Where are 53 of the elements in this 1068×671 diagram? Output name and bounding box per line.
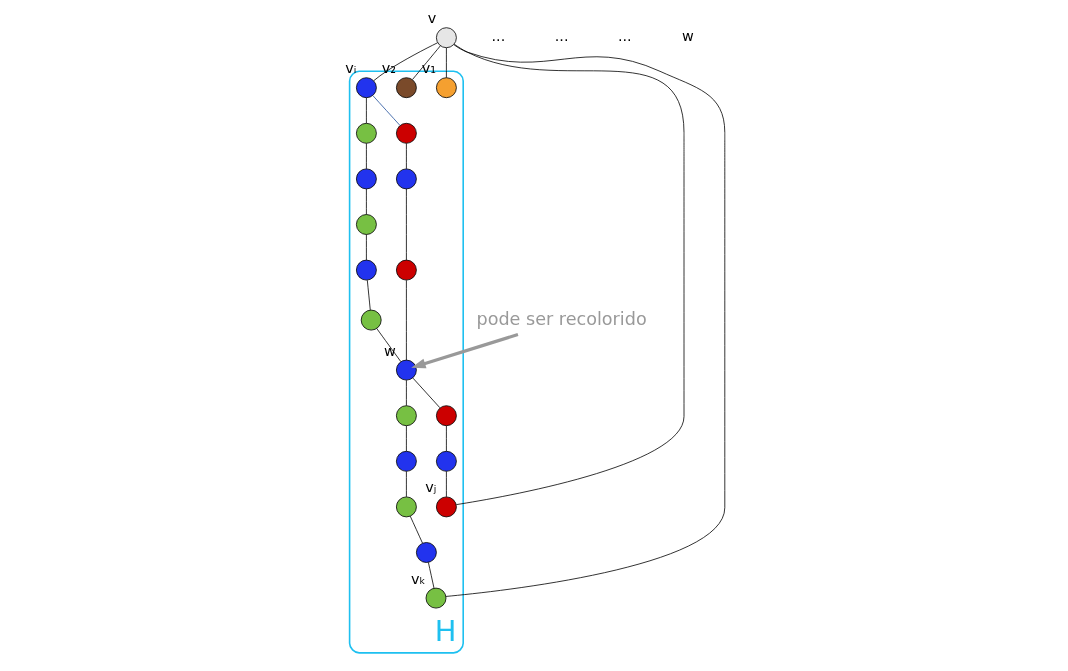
connector — [366, 279, 371, 311]
node-circle — [356, 77, 377, 99]
node-circle — [425, 587, 447, 609]
node-circle — [356, 122, 377, 144]
arrow — [411, 333, 519, 369]
connector — [446, 47, 447, 78]
connector — [366, 143, 367, 170]
node-label: w — [384, 342, 396, 359]
connector — [366, 234, 367, 261]
label: ... — [554, 28, 569, 45]
connector — [366, 97, 367, 124]
connector — [453, 43, 685, 505]
connector — [376, 328, 402, 363]
node-circle — [396, 450, 417, 472]
connector — [445, 44, 726, 597]
node-circle — [436, 77, 457, 99]
connector — [366, 188, 367, 215]
connector — [406, 143, 407, 170]
node-circle — [436, 405, 457, 427]
node-circle — [396, 168, 417, 190]
connector — [372, 95, 401, 126]
connector — [406, 379, 407, 406]
connector — [446, 471, 447, 498]
connector — [406, 279, 407, 361]
label: ... — [491, 28, 506, 45]
node-circle — [396, 259, 417, 281]
connector — [406, 188, 407, 261]
connector — [409, 515, 423, 544]
connector — [446, 425, 447, 452]
node-circle — [436, 27, 457, 49]
connector — [412, 377, 441, 409]
node-circle — [356, 214, 377, 235]
connector — [406, 471, 407, 498]
connector — [373, 42, 438, 81]
node-label: v — [427, 10, 437, 27]
node-circle — [396, 77, 417, 99]
node-circle — [416, 542, 437, 563]
node-text: pode ser recolorido — [476, 308, 647, 329]
node-circle — [356, 168, 377, 190]
label: ... — [617, 28, 632, 45]
node-circle — [436, 450, 457, 472]
node-circle — [436, 496, 457, 518]
node-circle — [360, 309, 382, 331]
label: w — [682, 28, 694, 45]
node-label: vⱼ — [425, 479, 437, 496]
node-label: vₖ — [411, 570, 426, 587]
node-circle — [396, 496, 417, 518]
node-circle — [396, 359, 417, 381]
connector — [428, 562, 435, 589]
node-circle — [356, 259, 377, 281]
node-circle — [396, 122, 417, 144]
connector — [406, 425, 407, 452]
node-circle — [396, 405, 417, 427]
